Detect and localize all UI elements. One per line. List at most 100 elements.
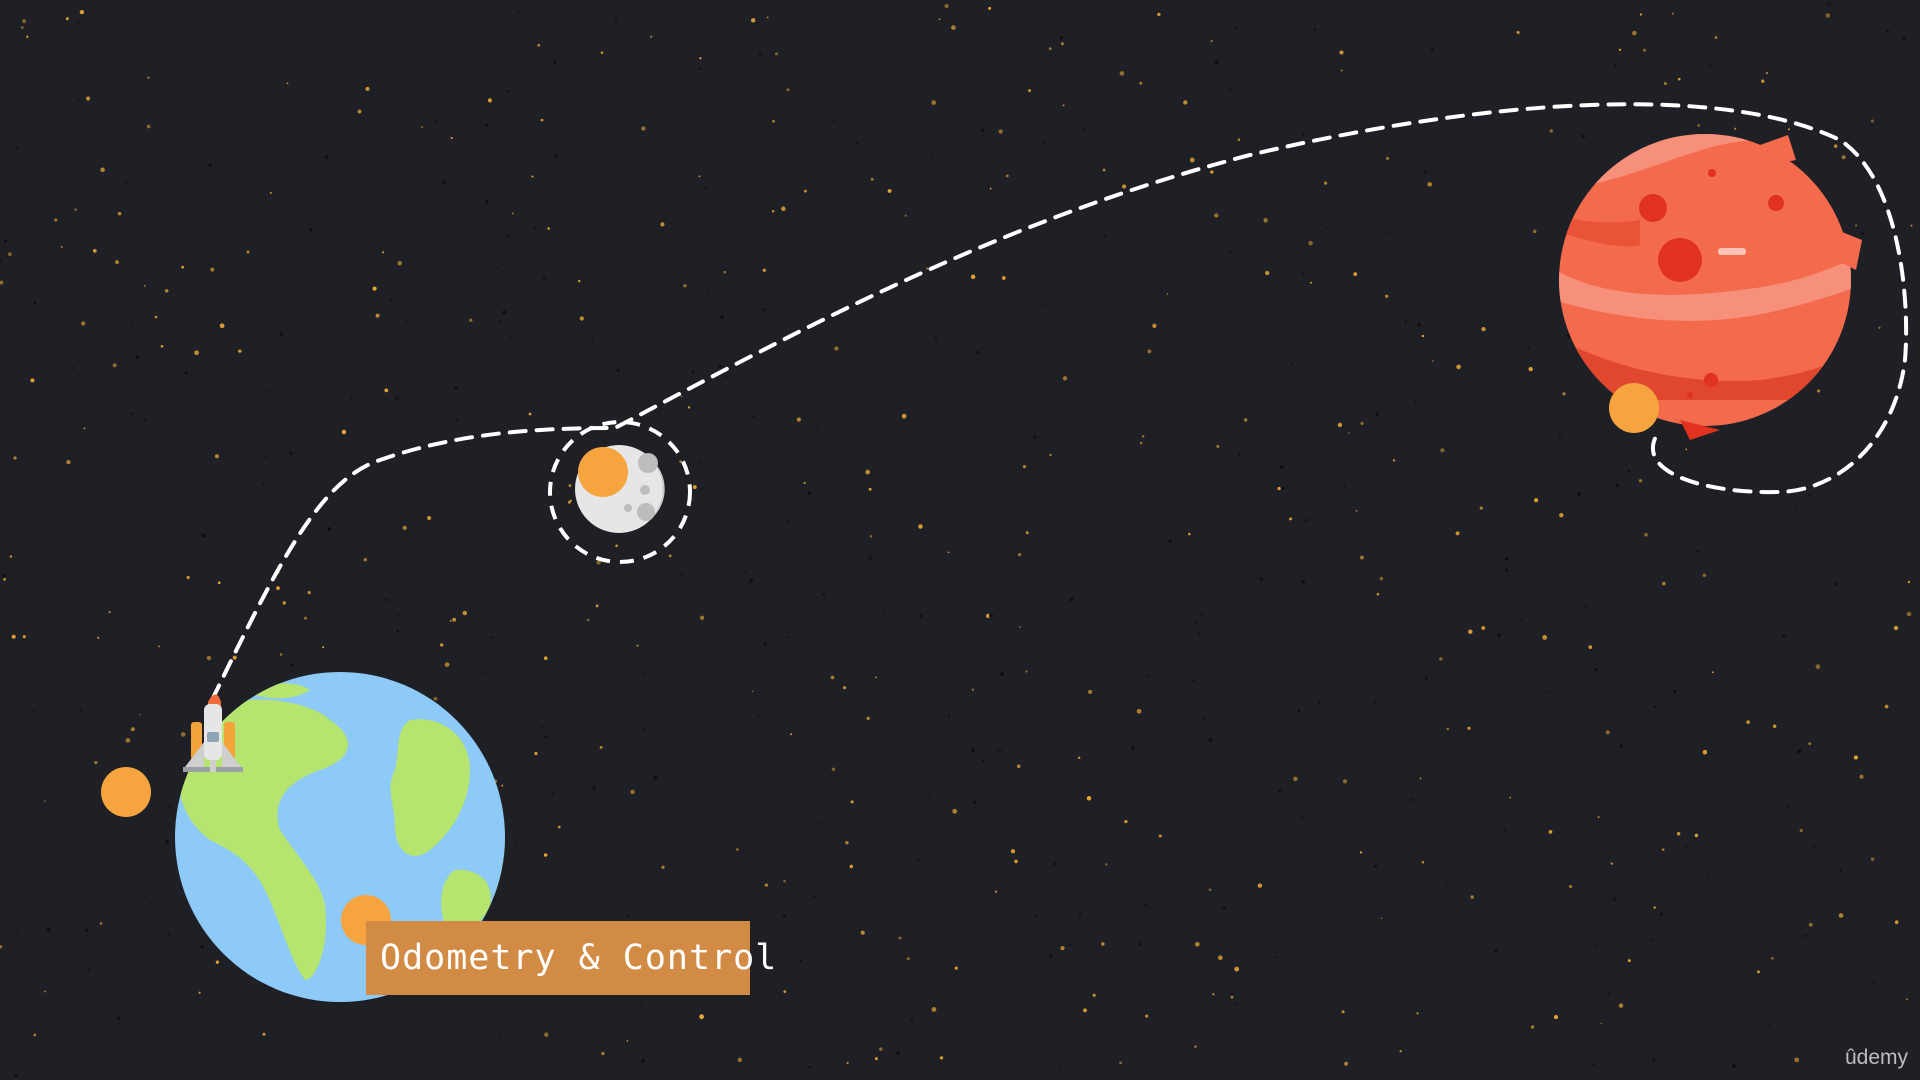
star [830,675,835,680]
star [1058,1067,1061,1070]
star [289,451,293,455]
star [699,615,705,620]
star [46,927,51,932]
star [158,645,160,648]
star [1424,676,1428,680]
star [1787,128,1790,131]
star [783,990,787,993]
star [357,109,362,114]
star [1647,448,1651,452]
star [808,1065,811,1069]
star [780,973,783,976]
star [116,1016,121,1021]
caption-box: Odometry & Control [366,921,776,995]
star [970,274,976,280]
star [456,418,459,421]
star [1446,727,1450,731]
star [534,751,538,756]
star [723,271,726,274]
star [540,726,544,729]
star [1025,670,1028,673]
star [485,123,489,127]
star [1078,912,1083,917]
star [552,60,557,64]
star [901,413,907,419]
star [1010,849,1016,854]
star [1548,830,1553,834]
star [868,556,872,560]
star [99,922,103,925]
star [108,611,111,614]
star [1859,774,1864,779]
star [1734,127,1737,130]
star [1146,675,1148,678]
star [402,525,407,530]
star [1528,366,1533,372]
star [1479,506,1483,510]
star [1432,360,1434,362]
star [165,839,170,844]
star [1086,796,1092,801]
star [544,1032,549,1037]
star [834,346,839,351]
star [579,316,584,321]
star [1610,862,1614,865]
star [246,250,250,254]
star [868,487,872,491]
star [1192,679,1195,683]
star [1399,1049,1402,1053]
star [577,279,581,283]
star [1558,432,1562,437]
star [1217,955,1223,961]
star [870,177,874,181]
star [640,1001,643,1004]
star [147,76,150,79]
star [397,260,402,266]
star [1053,862,1058,866]
star [691,370,695,374]
star [1520,276,1523,279]
star [865,469,871,475]
star [1707,874,1710,877]
star [1781,633,1786,638]
star [22,635,26,639]
star [1455,531,1460,536]
star [931,100,936,105]
star [1697,124,1701,127]
star [13,456,17,460]
star [87,968,92,972]
mars-icon [1559,134,1862,440]
star [238,349,242,353]
star [989,187,992,190]
star [1304,518,1308,522]
star [928,797,931,800]
star [324,155,329,159]
star [7,252,12,257]
star [1274,956,1277,959]
star [160,344,164,348]
star [375,313,380,318]
star [1855,224,1858,227]
star [1427,182,1432,187]
star [497,266,499,269]
star [1785,804,1789,808]
star [1147,349,1152,354]
star [1083,1008,1087,1013]
star [543,853,548,857]
star [72,366,75,370]
star [1883,1020,1887,1023]
star [77,21,80,24]
star [1684,845,1688,849]
star [592,786,596,790]
star [1795,506,1798,510]
star [1731,1064,1736,1068]
star [462,610,468,616]
star [1041,304,1044,308]
star [1417,322,1421,327]
star [60,246,63,248]
star [433,697,438,701]
star [1347,432,1350,434]
star [698,67,702,71]
star [194,350,199,356]
